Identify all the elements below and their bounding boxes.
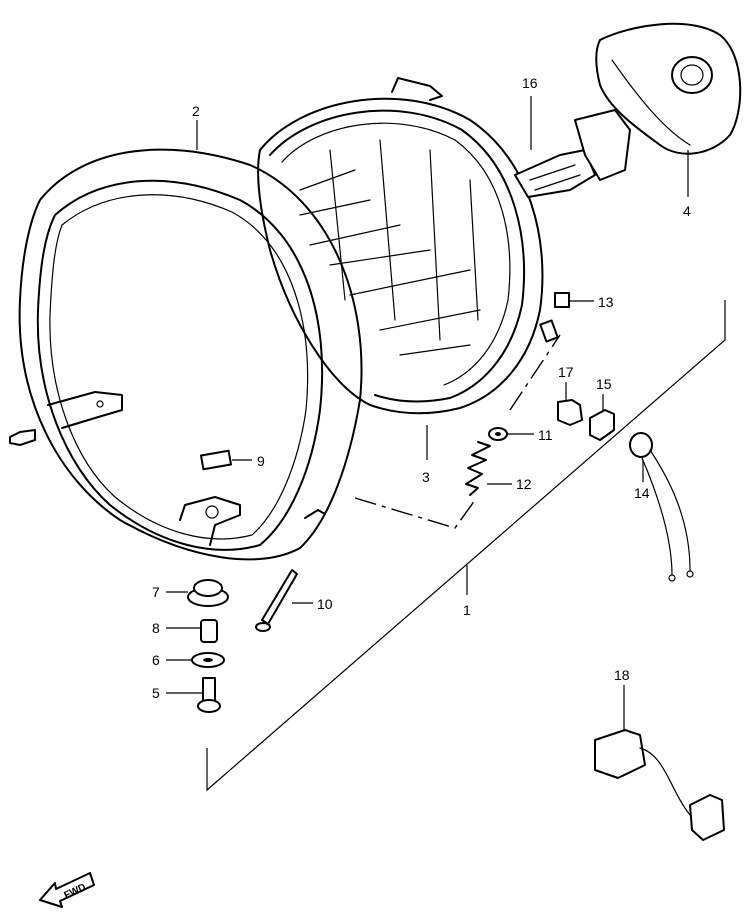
washer-small <box>488 427 508 441</box>
callout-labels: 1 2 3 4 5 6 7 8 9 10 11 12 13 14 15 16 1… <box>152 75 691 701</box>
callout-7: 7 <box>152 584 160 600</box>
callout-14: 14 <box>634 485 650 501</box>
washer-large <box>191 652 225 668</box>
callout-3: 3 <box>422 469 430 485</box>
headlight-bulb <box>514 109 631 198</box>
adjusting-screw <box>255 569 298 632</box>
bulb-socket <box>589 409 615 441</box>
headlight-rim <box>18 148 363 561</box>
mounting-bolt <box>197 677 221 713</box>
callout-8: 8 <box>152 620 160 636</box>
callout-5: 5 <box>152 685 160 701</box>
leader-lines <box>166 96 689 730</box>
callout-11: 11 <box>538 427 553 443</box>
callout-12: 12 <box>516 476 532 492</box>
callout-4: 4 <box>683 203 691 219</box>
relay-connector <box>594 729 725 841</box>
callout-17: 17 <box>558 364 574 380</box>
wiring-socket <box>629 432 694 582</box>
rubber-grommet <box>187 579 229 607</box>
rim-screw <box>9 429 36 446</box>
clip-nut <box>554 292 570 308</box>
callout-2: 2 <box>192 103 200 119</box>
rim-clip <box>199 449 233 471</box>
metal-collar <box>200 619 218 643</box>
callout-1: 1 <box>463 602 471 618</box>
callout-15: 15 <box>596 376 612 392</box>
callout-16: 16 <box>522 75 538 91</box>
headlight-housing <box>595 22 742 155</box>
callout-13: 13 <box>598 294 614 310</box>
position-bulb <box>557 399 583 426</box>
callout-9: 9 <box>257 453 265 469</box>
callout-18: 18 <box>614 667 630 683</box>
adjuster-spring <box>465 441 491 496</box>
callout-10: 10 <box>317 596 333 612</box>
assembly-bracket-lines <box>206 300 726 792</box>
fwd-arrow-icon: FWD <box>39 872 95 908</box>
headlight-lens-unit <box>257 77 559 415</box>
callout-6: 6 <box>152 652 160 668</box>
